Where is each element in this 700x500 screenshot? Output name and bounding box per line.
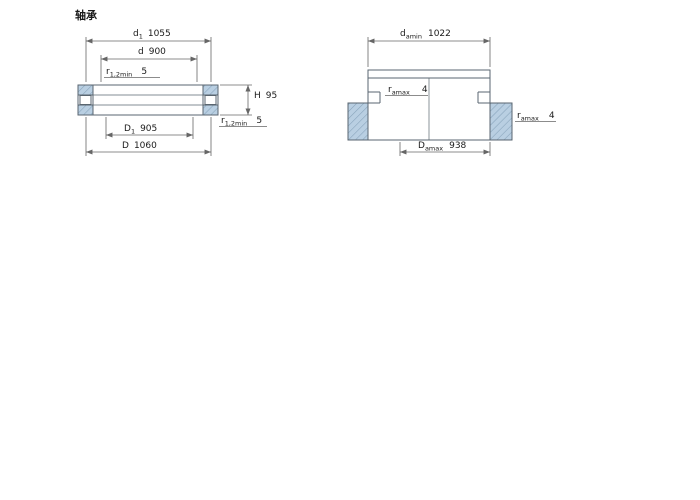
- roller-section: [204, 95, 217, 105]
- washer-section: [202, 84, 219, 96]
- shoulder-section: [347, 102, 369, 141]
- roller-section: [79, 95, 92, 105]
- washer-section: [77, 84, 94, 96]
- washer-section: [202, 104, 219, 116]
- bearing-outline: [77, 84, 219, 116]
- washer-section: [77, 104, 94, 116]
- shoulder-section: [489, 102, 513, 141]
- page-title: 轴承: [75, 8, 98, 22]
